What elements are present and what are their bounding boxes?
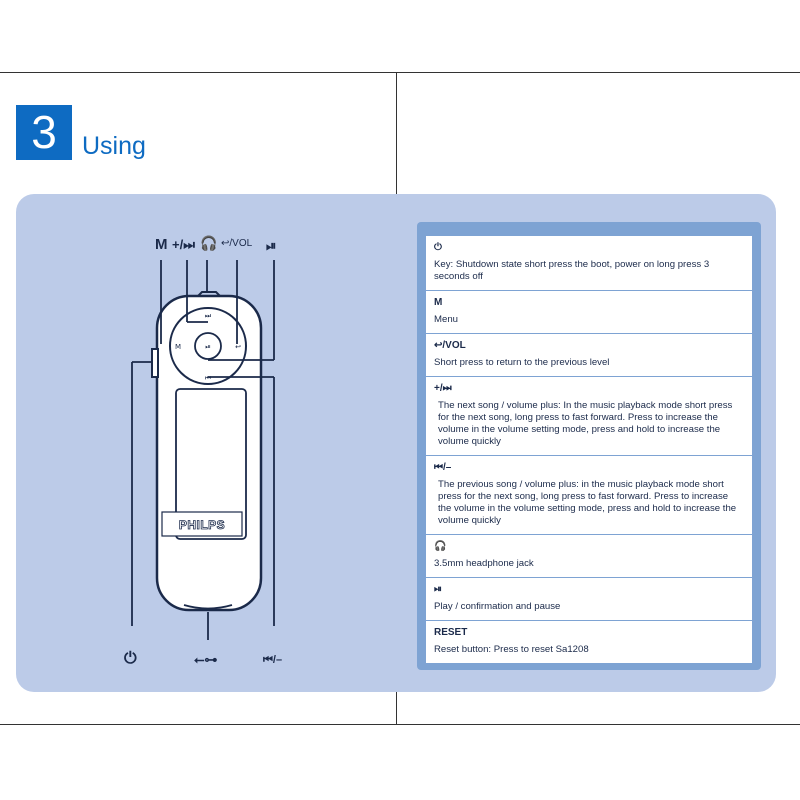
usb-end (183, 604, 233, 610)
section-number: 3 (16, 105, 72, 160)
page-divider-bottom (396, 692, 397, 724)
row-description: The previous song / volume plus: in the … (438, 479, 737, 526)
function-table-frame: ⏻ Key: Shutdown state short press the bo… (417, 222, 761, 670)
side-button (151, 348, 159, 378)
device-diagram: ⏭ M ⏯ ⏮ ↩ PHILPS M +/⏭ 🎧 ↩/VOL ⏯ ⏻ ⭠⊶ ⏮/… (16, 194, 416, 692)
ring-vol-glyph: ↩ (235, 343, 241, 351)
row-description: Menu (434, 314, 458, 325)
row-description: Short press to return to the previous le… (434, 357, 610, 368)
label-next: +/⏭ (172, 237, 195, 252)
table-row: ⏮/– The previous song / volume plus: in … (426, 456, 752, 535)
top-rule (0, 72, 800, 73)
top-notch (197, 291, 221, 297)
screen (175, 388, 247, 540)
brand-text: PHILPS (179, 518, 225, 532)
table-row: +/⏭ The next song / volume plus: In the … (426, 377, 752, 456)
row-symbol: 🎧 (434, 541, 447, 552)
row-symbol: M (434, 297, 443, 308)
row-symbol: +/⏭ (434, 383, 452, 394)
label-prev: ⏮/– (263, 654, 283, 666)
page-divider-top (396, 72, 397, 194)
row-symbol: ⏻ (434, 242, 442, 253)
center-button (194, 332, 222, 360)
ring-m-glyph: M (175, 343, 181, 351)
row-description: Play / confirmation and pause (434, 601, 561, 612)
row-description: 3.5mm headphone jack (434, 558, 534, 569)
row-symbol: ⏯ (434, 584, 442, 595)
label-m: M (155, 236, 168, 253)
row-symbol: RESET (434, 627, 468, 638)
label-jack: 🎧 (200, 235, 218, 251)
ring-center-glyph: ⏯ (205, 343, 211, 351)
table-row: 🎧 3.5mm headphone jack (426, 535, 752, 578)
label-play: ⏯ (266, 238, 277, 253)
table-row: ⏻ Key: Shutdown state short press the bo… (426, 236, 752, 291)
table-row: M Menu (426, 291, 752, 334)
label-power: ⏻ (124, 650, 137, 667)
row-description: The next song / volume plus: In the musi… (438, 400, 733, 447)
row-description: Key: Shutdown state short press the boot… (434, 259, 710, 282)
label-usb: ⭠⊶ (194, 652, 218, 667)
bottom-rule (0, 724, 800, 725)
function-table: ⏻ Key: Shutdown state short press the bo… (426, 236, 752, 663)
table-row: ↩/VOL Short press to return to the previ… (426, 334, 752, 377)
row-description: Reset button: Press to reset Sa1208 (434, 644, 589, 655)
device-drawing: ⏭ M ⏯ ⏮ ↩ PHILPS (131, 260, 275, 640)
usage-panel: ⏭ M ⏯ ⏮ ↩ PHILPS M +/⏭ 🎧 ↩/VOL ⏯ ⏻ ⭠⊶ ⏮/… (16, 194, 776, 692)
logo-box (161, 511, 243, 537)
row-symbol: ⏮/– (434, 462, 452, 473)
ring-next-glyph: ⏭ (205, 312, 212, 320)
section-title: Using (82, 132, 146, 160)
table-row: RESET Reset button: Press to reset Sa120… (426, 621, 752, 663)
ring-prev-glyph: ⏮ (205, 374, 211, 382)
table-row: ⏯ Play / confirmation and pause (426, 578, 752, 621)
row-symbol: ↩/VOL (434, 340, 466, 351)
label-vol: ↩/VOL (221, 238, 253, 249)
